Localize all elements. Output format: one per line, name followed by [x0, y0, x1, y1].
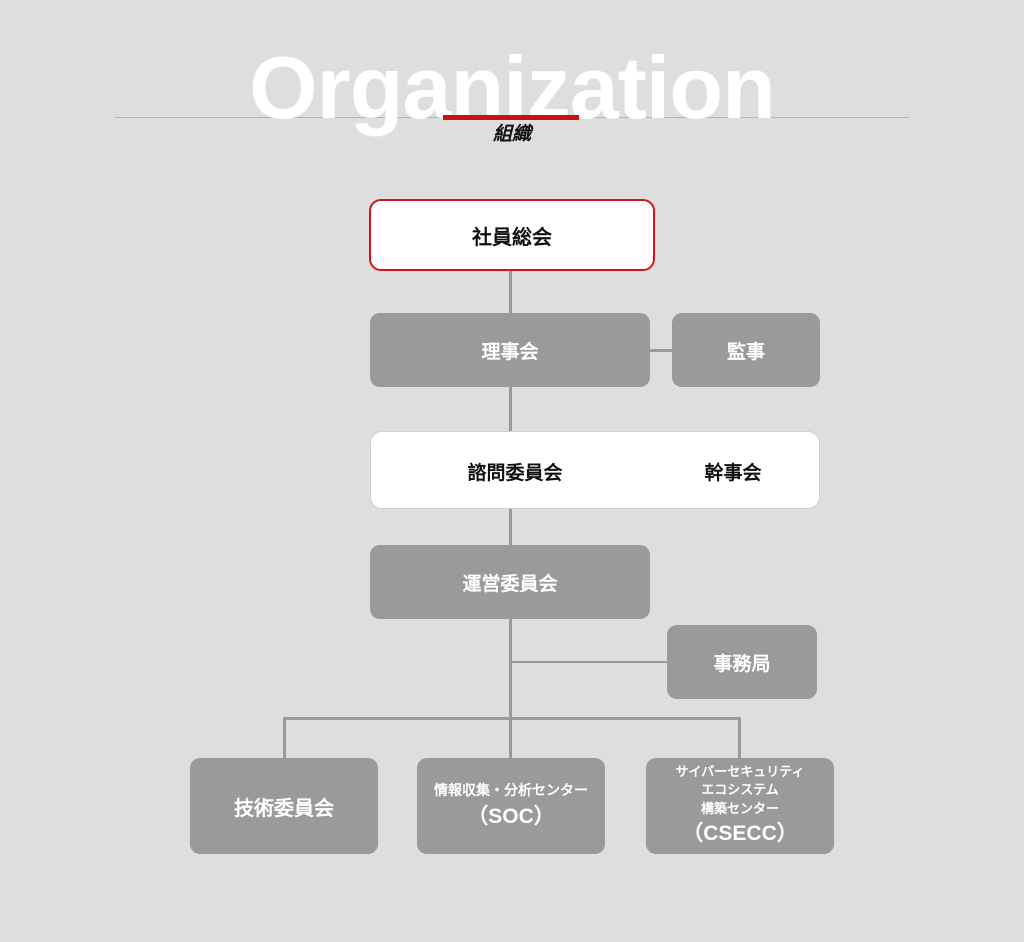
connector-advisory-to-operations: [509, 509, 512, 545]
node-advisory-committee[interactable]: 諮問委員会 幹事会: [370, 431, 820, 509]
node-csecc-center-label-line3: 構築センター: [700, 801, 779, 817]
node-csecc-center[interactable]: サイバーセキュリティ エコシステム 構築センター （CSECC）: [646, 758, 834, 854]
node-technical-committee-label: 技術委員会: [234, 797, 334, 820]
title-accent-underline: [443, 115, 579, 120]
node-advisory-committee-label: 諮問委員会: [467, 462, 563, 484]
node-board-of-directors-label: 理事会: [481, 341, 539, 363]
node-csecc-center-label-line1: サイバーセキュリティ: [675, 763, 805, 779]
node-board-of-directors[interactable]: 理事会: [370, 313, 650, 387]
node-auditor-label: 監事: [726, 341, 765, 363]
node-auditor[interactable]: 監事: [672, 313, 820, 387]
node-general-assembly[interactable]: 社員総会: [369, 199, 655, 271]
connector-board-to-advisory: [509, 387, 512, 431]
node-technical-committee[interactable]: 技術委員会: [190, 758, 378, 854]
page-subtitle-japanese: 組織: [492, 124, 531, 145]
connector-assembly-to-board: [509, 271, 512, 313]
node-general-assembly-label: 社員総会: [472, 226, 552, 249]
node-steering-committee[interactable]: 幹事会: [659, 441, 807, 501]
node-soc-center[interactable]: 情報収集・分析センター （SOC）: [417, 758, 605, 854]
connector-board-to-auditor: [650, 349, 672, 352]
node-soc-center-label-line1: 情報収集・分析センター: [434, 781, 588, 798]
node-soc-center-text: 情報収集・分析センター （SOC）: [434, 780, 588, 833]
node-csecc-center-text: サイバーセキュリティ エコシステム 構築センター （CSECC）: [676, 763, 805, 850]
node-secretariat-label: 事務局: [713, 653, 771, 675]
node-operations-committee-label: 運営委員会: [462, 573, 558, 595]
connector-operations-trunk: [509, 619, 512, 759]
node-soc-center-label-line2: （SOC）: [467, 804, 555, 828]
connector-bus-to-technical: [283, 717, 286, 759]
node-operations-committee[interactable]: 運営委員会: [370, 545, 650, 619]
connector-bottom-bus: [283, 717, 741, 720]
node-steering-committee-label: 幹事会: [704, 462, 762, 484]
node-csecc-center-label-line4: （CSECC）: [682, 822, 798, 846]
node-csecc-center-label-line2: エコシステム: [701, 782, 779, 798]
connector-bus-to-csecc: [738, 717, 741, 759]
connector-operations-to-secretariat: [511, 661, 667, 663]
page-header: Organization 組織: [0, 0, 1024, 180]
node-secretariat[interactable]: 事務局: [667, 625, 817, 699]
